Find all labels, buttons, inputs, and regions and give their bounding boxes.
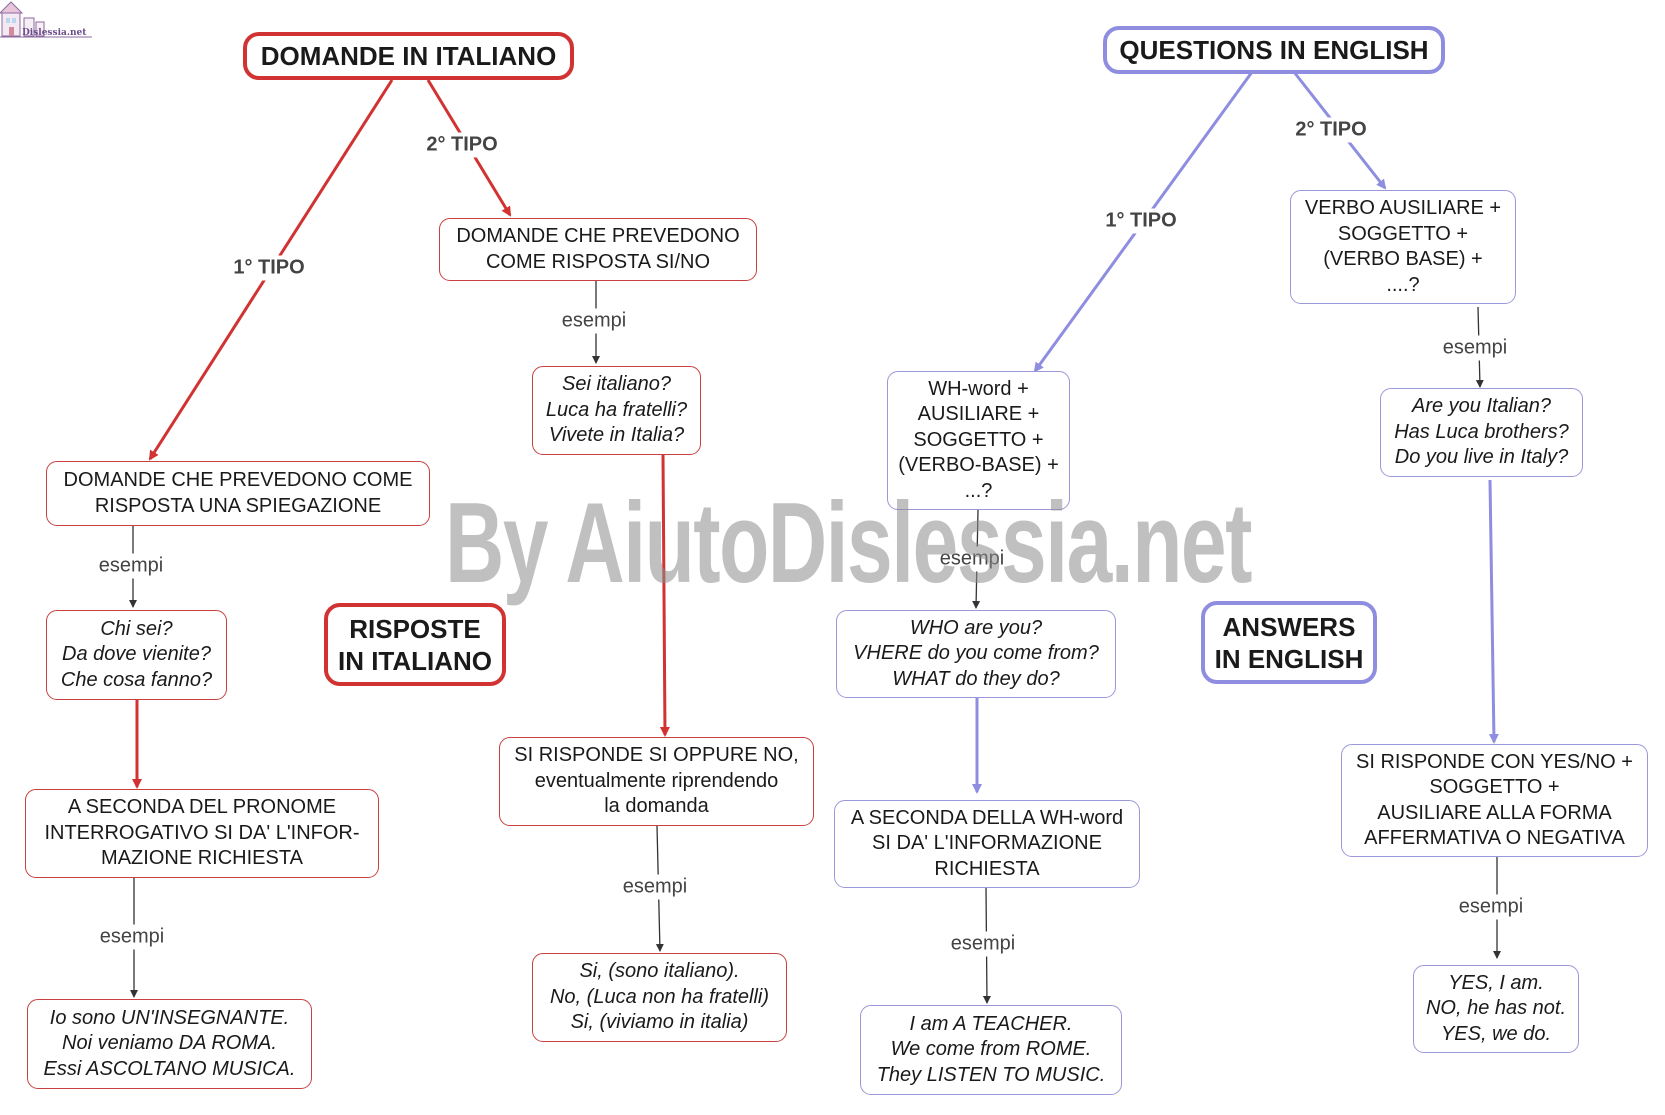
link-en-tipo2-answer	[1488, 479, 1499, 744]
node-en-tipo2-answer-examples: YES, I am. NO, he has not. YES, we do.	[1413, 965, 1579, 1053]
node-it-tipo1-answer: A SECONDA DEL PRONOME INTERROGATIVO SI D…	[25, 789, 379, 878]
node-it-tipo2-answer: SI RISPONDE SI OPPURE NO, eventualmente …	[499, 737, 814, 826]
watermark: By AiutoDislessia.net	[445, 480, 1252, 607]
node-it-tipo2-examples: Sei italiano? Luca ha fratelli? Vivete i…	[532, 366, 701, 455]
title-questions-in-english: QUESTIONS IN ENGLISH	[1103, 26, 1445, 74]
title-domande-in-italiano: DOMANDE IN ITALIANO	[243, 32, 574, 80]
node-en-tipo2-examples: Are you Italian? Has Luca brothers? Do y…	[1380, 388, 1583, 477]
node-it-tipo1-examples: Chi sei? Da dove vienite? Che cosa fanno…	[46, 610, 227, 700]
link-it-tipo2-answer	[659, 454, 670, 737]
label-esempi-4: esempi	[618, 874, 692, 900]
label-esempi-1: esempi	[94, 553, 168, 579]
node-it-tipo1-answer-examples: Io sono UN'INSEGNANTE. Noi veniamo DA RO…	[27, 999, 312, 1089]
node-en-tipo1: WH-word + AUSILIARE + SOGGETTO + (VERBO-…	[887, 371, 1070, 510]
logo-text: Dislessia.net	[22, 28, 87, 38]
node-en-tipo1-answer-examples: I am A TEACHER. We come from ROME. They …	[860, 1005, 1122, 1095]
label-esempi-5: esempi	[935, 546, 1009, 572]
label-esempi-3: esempi	[95, 924, 169, 950]
label-it-tipo1: 1° TIPO	[229, 255, 309, 281]
node-en-tipo1-examples: WHO are you? VHERE do you come from? WHA…	[836, 610, 1116, 698]
label-esempi-6: esempi	[1438, 335, 1512, 361]
title-answers-in-english: ANSWERS IN ENGLISH	[1201, 601, 1377, 684]
title-risposte-in-italiano: RISPOSTE IN ITALIANO	[324, 603, 506, 686]
node-it-tipo2: DOMANDE CHE PREVEDONO COME RISPOSTA SI/N…	[439, 218, 757, 281]
node-it-tipo1: DOMANDE CHE PREVEDONO COME RISPOSTA UNA …	[46, 461, 430, 526]
label-en-tipo1: 1° TIPO	[1101, 208, 1181, 234]
label-it-tipo2: 2° TIPO	[422, 132, 502, 158]
label-en-tipo2: 2° TIPO	[1291, 117, 1371, 143]
node-en-tipo2: VERBO AUSILIARE + SOGGETTO + (VERBO BASE…	[1290, 190, 1516, 304]
label-esempi-7: esempi	[946, 931, 1020, 957]
node-it-tipo2-answer-examples: Si, (sono italiano). No, (Luca non ha fr…	[532, 953, 787, 1042]
node-en-tipo2-answer: SI RISPONDE CON YES/NO + SOGGETTO + AUSI…	[1341, 744, 1648, 857]
logo: Dislessia.net	[0, 0, 92, 40]
label-esempi-2: esempi	[557, 308, 631, 334]
label-esempi-8: esempi	[1454, 894, 1528, 920]
node-en-tipo1-answer: A SECONDA DELLA WH-word SI DA' L'INFORMA…	[834, 800, 1140, 888]
logo-house-icon	[0, 1, 92, 38]
